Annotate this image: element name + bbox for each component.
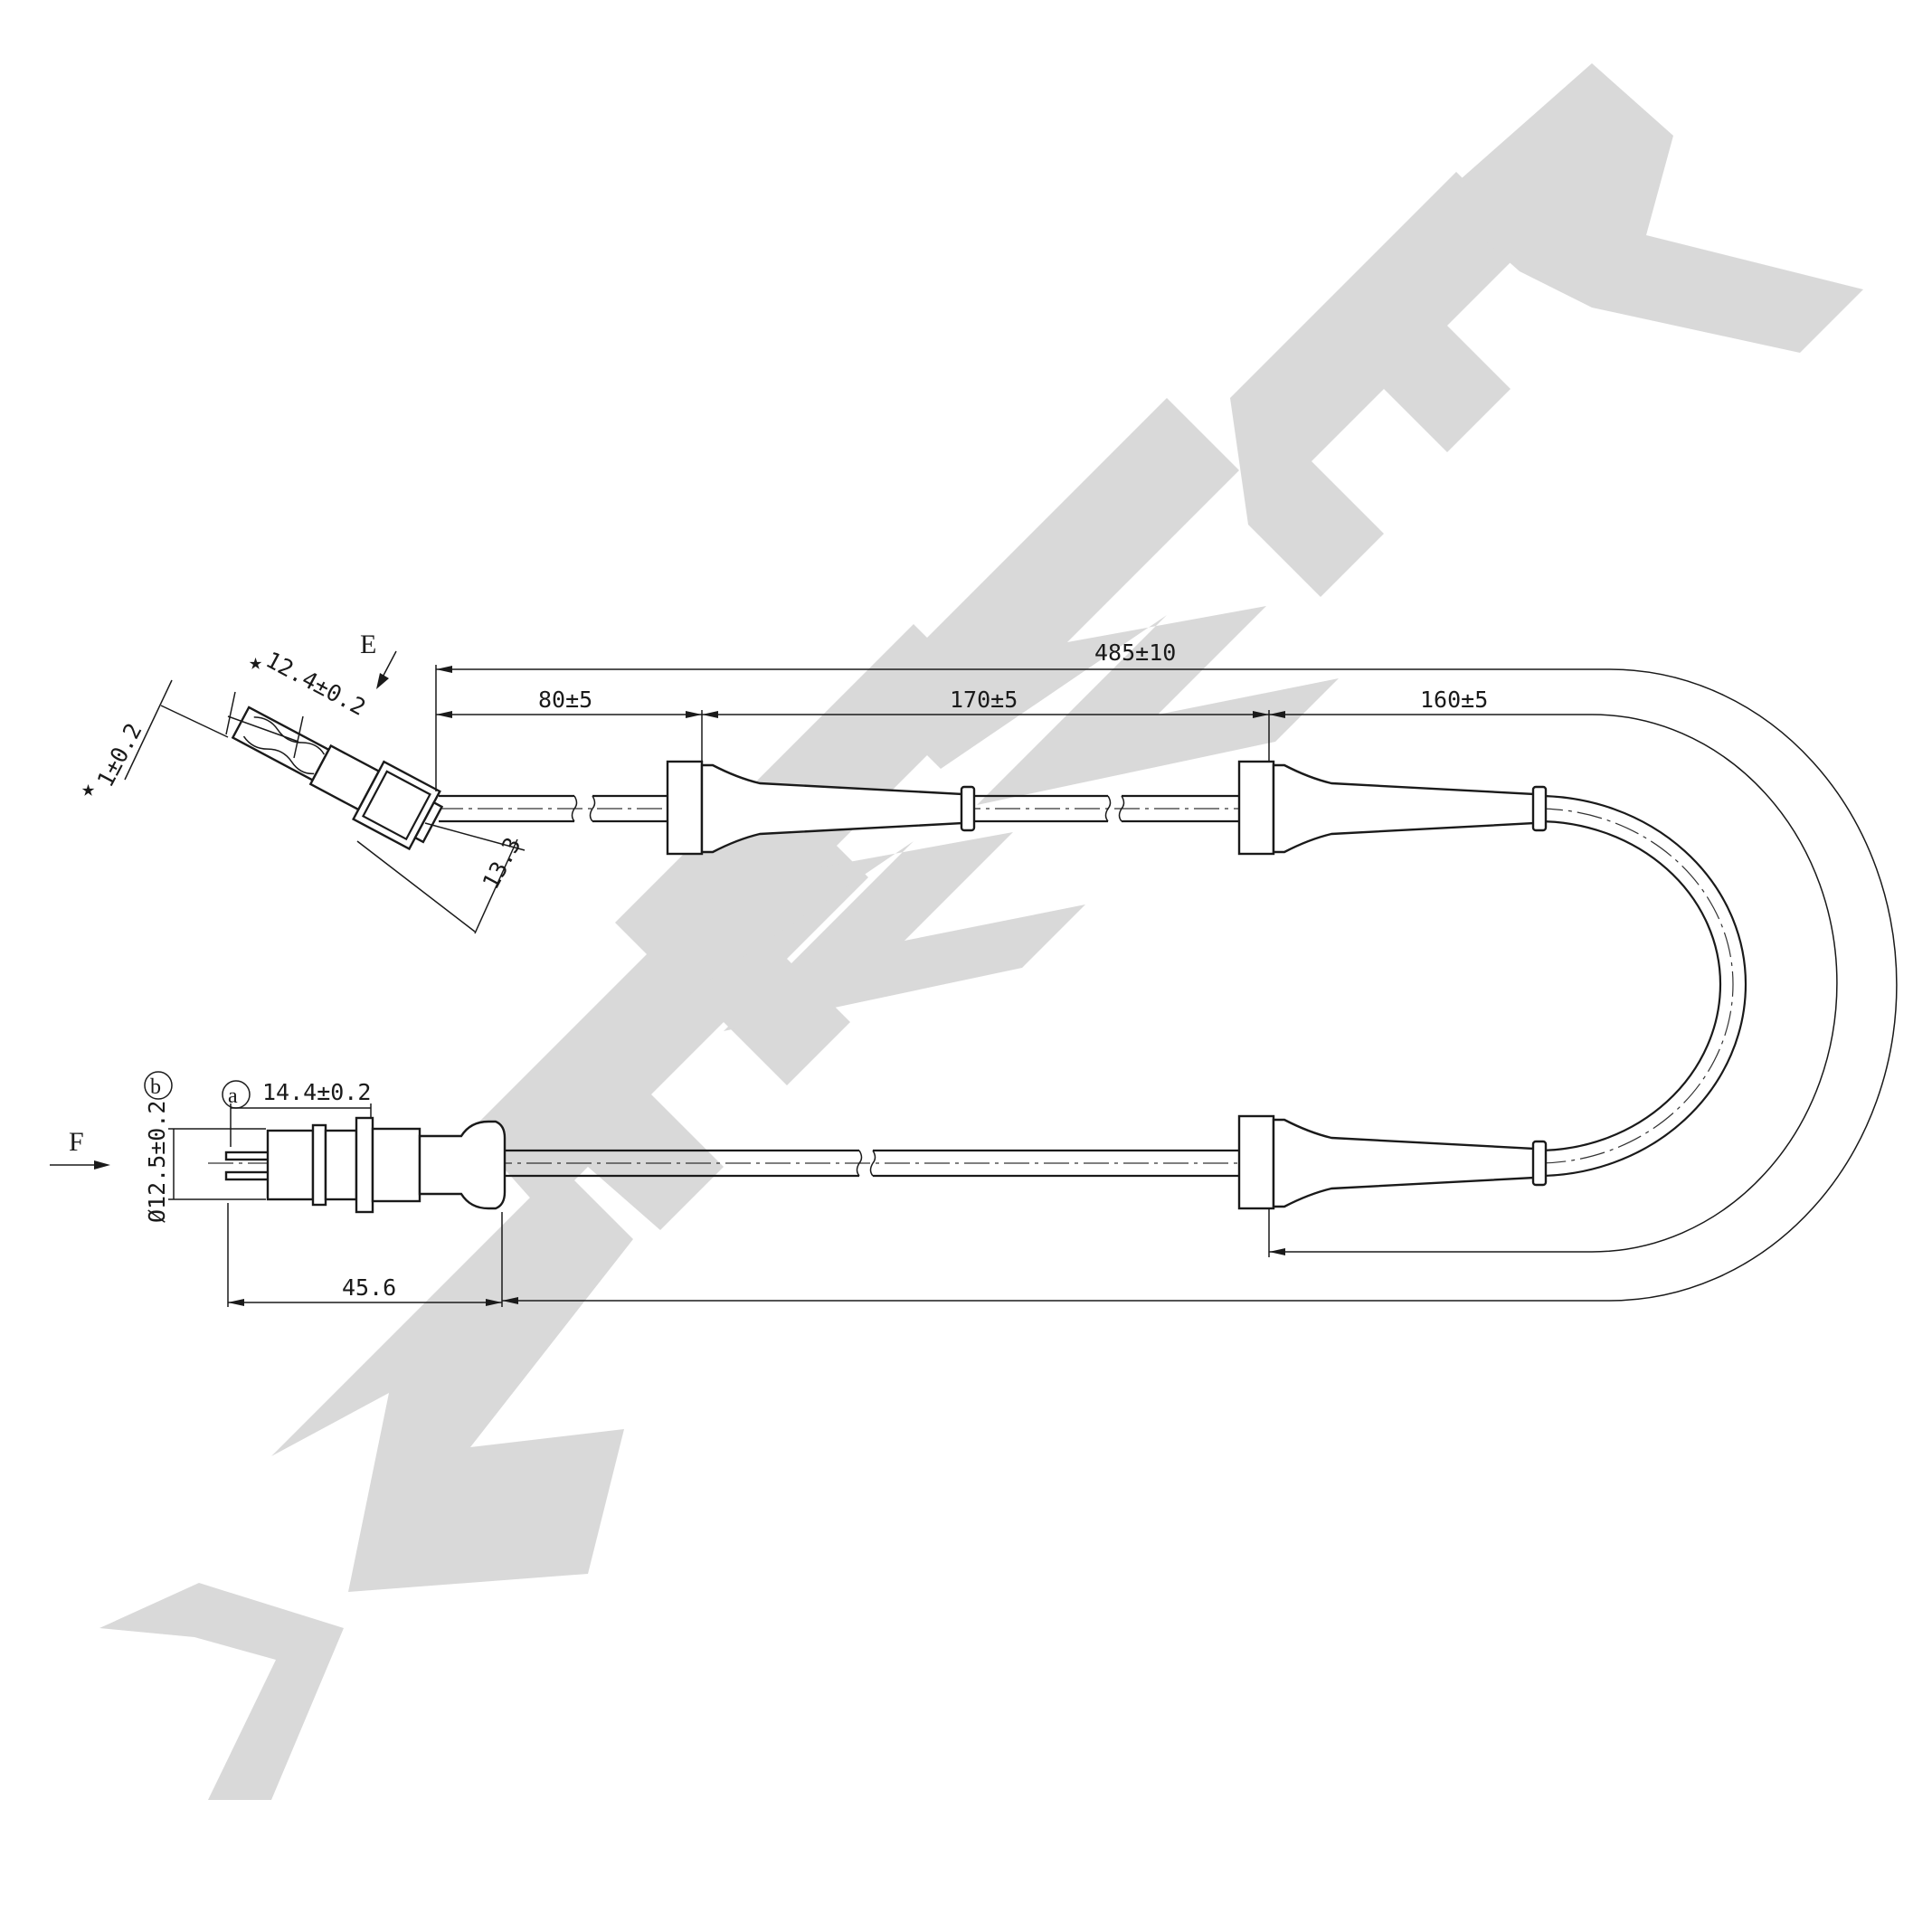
dim-connector-length: 14.4±0.2 [262, 1079, 371, 1105]
dim-sensor-depth: 13.3 [478, 833, 526, 894]
dim-sensor-width: 12.4±0.2 [261, 647, 370, 721]
callout-a: a [228, 1084, 238, 1108]
view-labels: E F b a [69, 630, 376, 1157]
dim-connector-diameter: Ø12.5±0.2 [144, 1101, 170, 1223]
dim-overall-length: 485±10 [1094, 639, 1176, 666]
dim-sensor-gap: 1±0.2 [92, 719, 147, 791]
dim-segment-1: 80±5 [538, 687, 592, 713]
connector [224, 1116, 507, 1214]
dimension-lines [50, 650, 1898, 1307]
watermark [99, 63, 1863, 1800]
critical-mark-1: ★ [249, 649, 262, 675]
cable-clip-3 [1237, 1114, 1548, 1210]
dim-connector-total: 45.6 [342, 1274, 396, 1301]
critical-mark-2: ★ [81, 775, 95, 801]
cable-clip-2 [1237, 760, 1548, 856]
view-e-label: E [360, 630, 376, 659]
cable-clip-1 [666, 760, 976, 856]
sensor-head [231, 706, 444, 851]
dim-segment-2: 170±5 [950, 687, 1018, 713]
dim-segment-3: 160±5 [1420, 687, 1488, 713]
view-f-label: F [69, 1127, 84, 1157]
callout-b: b [150, 1075, 161, 1099]
u-bend [1537, 794, 1747, 1178]
